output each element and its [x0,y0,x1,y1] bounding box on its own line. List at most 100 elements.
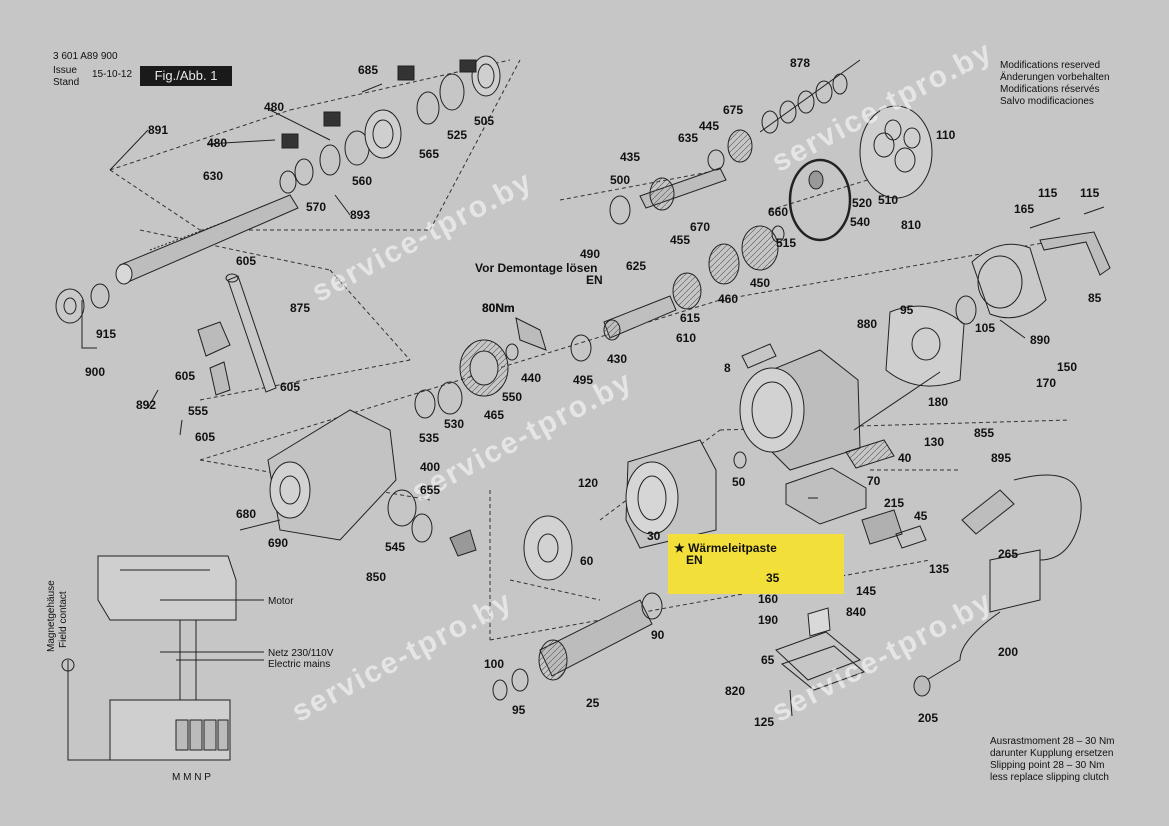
part-number-label: 685 [358,63,379,77]
part-number-label: 605 [236,254,257,268]
part-number-label: 160 [758,592,779,606]
part-number-label: 670 [690,220,711,234]
clutch-note-2: darunter Kupplung ersetzen [990,748,1114,759]
part-number-label: 635 [678,131,699,145]
part-number-label: 135 [929,562,950,576]
part-number-label: 675 [723,103,744,117]
part-number-label: 35 [766,571,780,585]
part-number-label: 530 [444,417,465,431]
mains-label-en: Electric mains [268,659,331,670]
part-number-label: 915 [96,327,117,341]
part-number-label: 125 [754,715,775,729]
terminal-labels: M M N P [172,772,211,783]
part-number-label: 45 [914,509,928,523]
part-number-label: 880 [857,317,878,331]
modifications-en: Modifications reserved [1000,60,1101,71]
part-number-label: 30 [647,529,661,543]
part-number-label: 170 [1036,376,1057,390]
part-number-label: 490 [580,247,601,261]
part-number-label: 840 [846,605,867,619]
motor-label: Motor [268,596,294,607]
part-number-label: 810 [901,218,922,232]
part-number-label: 615 [680,311,701,325]
part-number-label: 95 [512,703,526,717]
part-number-label: 480 [207,136,228,150]
part-number-label: 180 [928,395,949,409]
mains-label: Netz 230/110V [268,648,334,659]
part-number-label: 545 [385,540,406,554]
issue-label: Issue [53,65,77,76]
modifications-es: Salvo modificaciones [1000,96,1094,107]
part-number-label: 900 [85,365,106,379]
part-number-label: 630 [203,169,224,183]
part-number-label: 555 [188,404,209,418]
part-number-label: 878 [790,56,811,70]
part-number-label: 480 [264,100,285,114]
part-number-label: 690 [268,536,289,550]
part-number-label: 891 [148,123,169,137]
part-number-label: 505 [474,114,495,128]
part-number-label: 435 [620,150,641,164]
part-number-label: 80Nm [482,301,515,315]
part-number-label: 115 [1038,186,1058,200]
part-number-label: 455 [670,233,691,247]
part-number-label: 430 [607,352,628,366]
part-number-label: 515 [776,236,797,250]
part-number-label: 520 [852,196,873,210]
torque-note: 80Nm [482,301,515,315]
part-number-label: 610 [676,331,697,345]
part-number-label: 655 [420,483,441,497]
drawing-number: 3 601 A89 900 [53,51,118,62]
thermal-paste-note-en: EN [686,553,703,567]
part-number-label: 120 [578,476,599,490]
part-number-label: 820 [725,684,746,698]
part-number-label: 85 [1088,291,1102,305]
part-number-label: 680 [236,507,257,521]
figure-label: Fig./Abb. 1 [140,66,232,86]
part-number-label: 205 [918,711,939,725]
part-number-label: 440 [521,371,542,385]
part-number-label: 465 [484,408,505,422]
part-number-label: 25 [586,696,600,710]
part-number-label: 190 [758,613,779,627]
part-number-label: 660 [768,205,789,219]
part-number-label: 445 [699,119,720,133]
part-number-label: 570 [306,200,327,214]
part-number-label: 625 [626,259,647,273]
part-number-label: 400 [420,460,441,474]
modifications-fr: Modifications réservés [1000,84,1100,95]
part-number-label: 110 [936,128,956,142]
clutch-note-3: Slipping point 28 – 30 Nm [990,760,1105,771]
clutch-note-1: Ausrastmoment 28 – 30 Nm [990,736,1115,747]
part-number-label: 450 [750,276,771,290]
part-number-label: 890 [1030,333,1051,347]
part-number-label: 165 [1014,202,1035,216]
part-number-label: 145 [856,584,877,598]
part-number-label: 150 [1057,360,1078,374]
part-number-label: 893 [350,208,371,222]
part-number-label: 510 [878,193,899,207]
part-number-label: 60 [580,554,594,568]
part-number-label: 850 [366,570,387,584]
part-number-label: 50 [732,475,746,489]
part-number-label: 65 [761,653,775,667]
part-number-label: 540 [850,215,871,229]
part-number-label: 200 [998,645,1019,659]
field-contact-de: Magnetgehäuse [46,580,57,652]
part-number-label: 8 [724,361,731,375]
part-number-label: 605 [175,369,196,383]
part-number-label: 560 [352,174,373,188]
part-number-label: 500 [610,173,631,187]
part-number-label: 115 [1080,186,1100,200]
part-number-label: 40 [898,451,912,465]
dismantle-note-en: EN [586,273,603,287]
part-number-label: 875 [290,301,311,315]
part-number-label: 130 [924,435,945,449]
part-number-label: 460 [718,292,739,306]
part-number-label: 565 [419,147,440,161]
part-number-label: 70 [867,474,881,488]
thermal-paste-highlight [668,534,844,594]
dismantle-note: Vor Demontage lösen [475,261,598,275]
issue-date: 15-10-12 [92,69,133,80]
